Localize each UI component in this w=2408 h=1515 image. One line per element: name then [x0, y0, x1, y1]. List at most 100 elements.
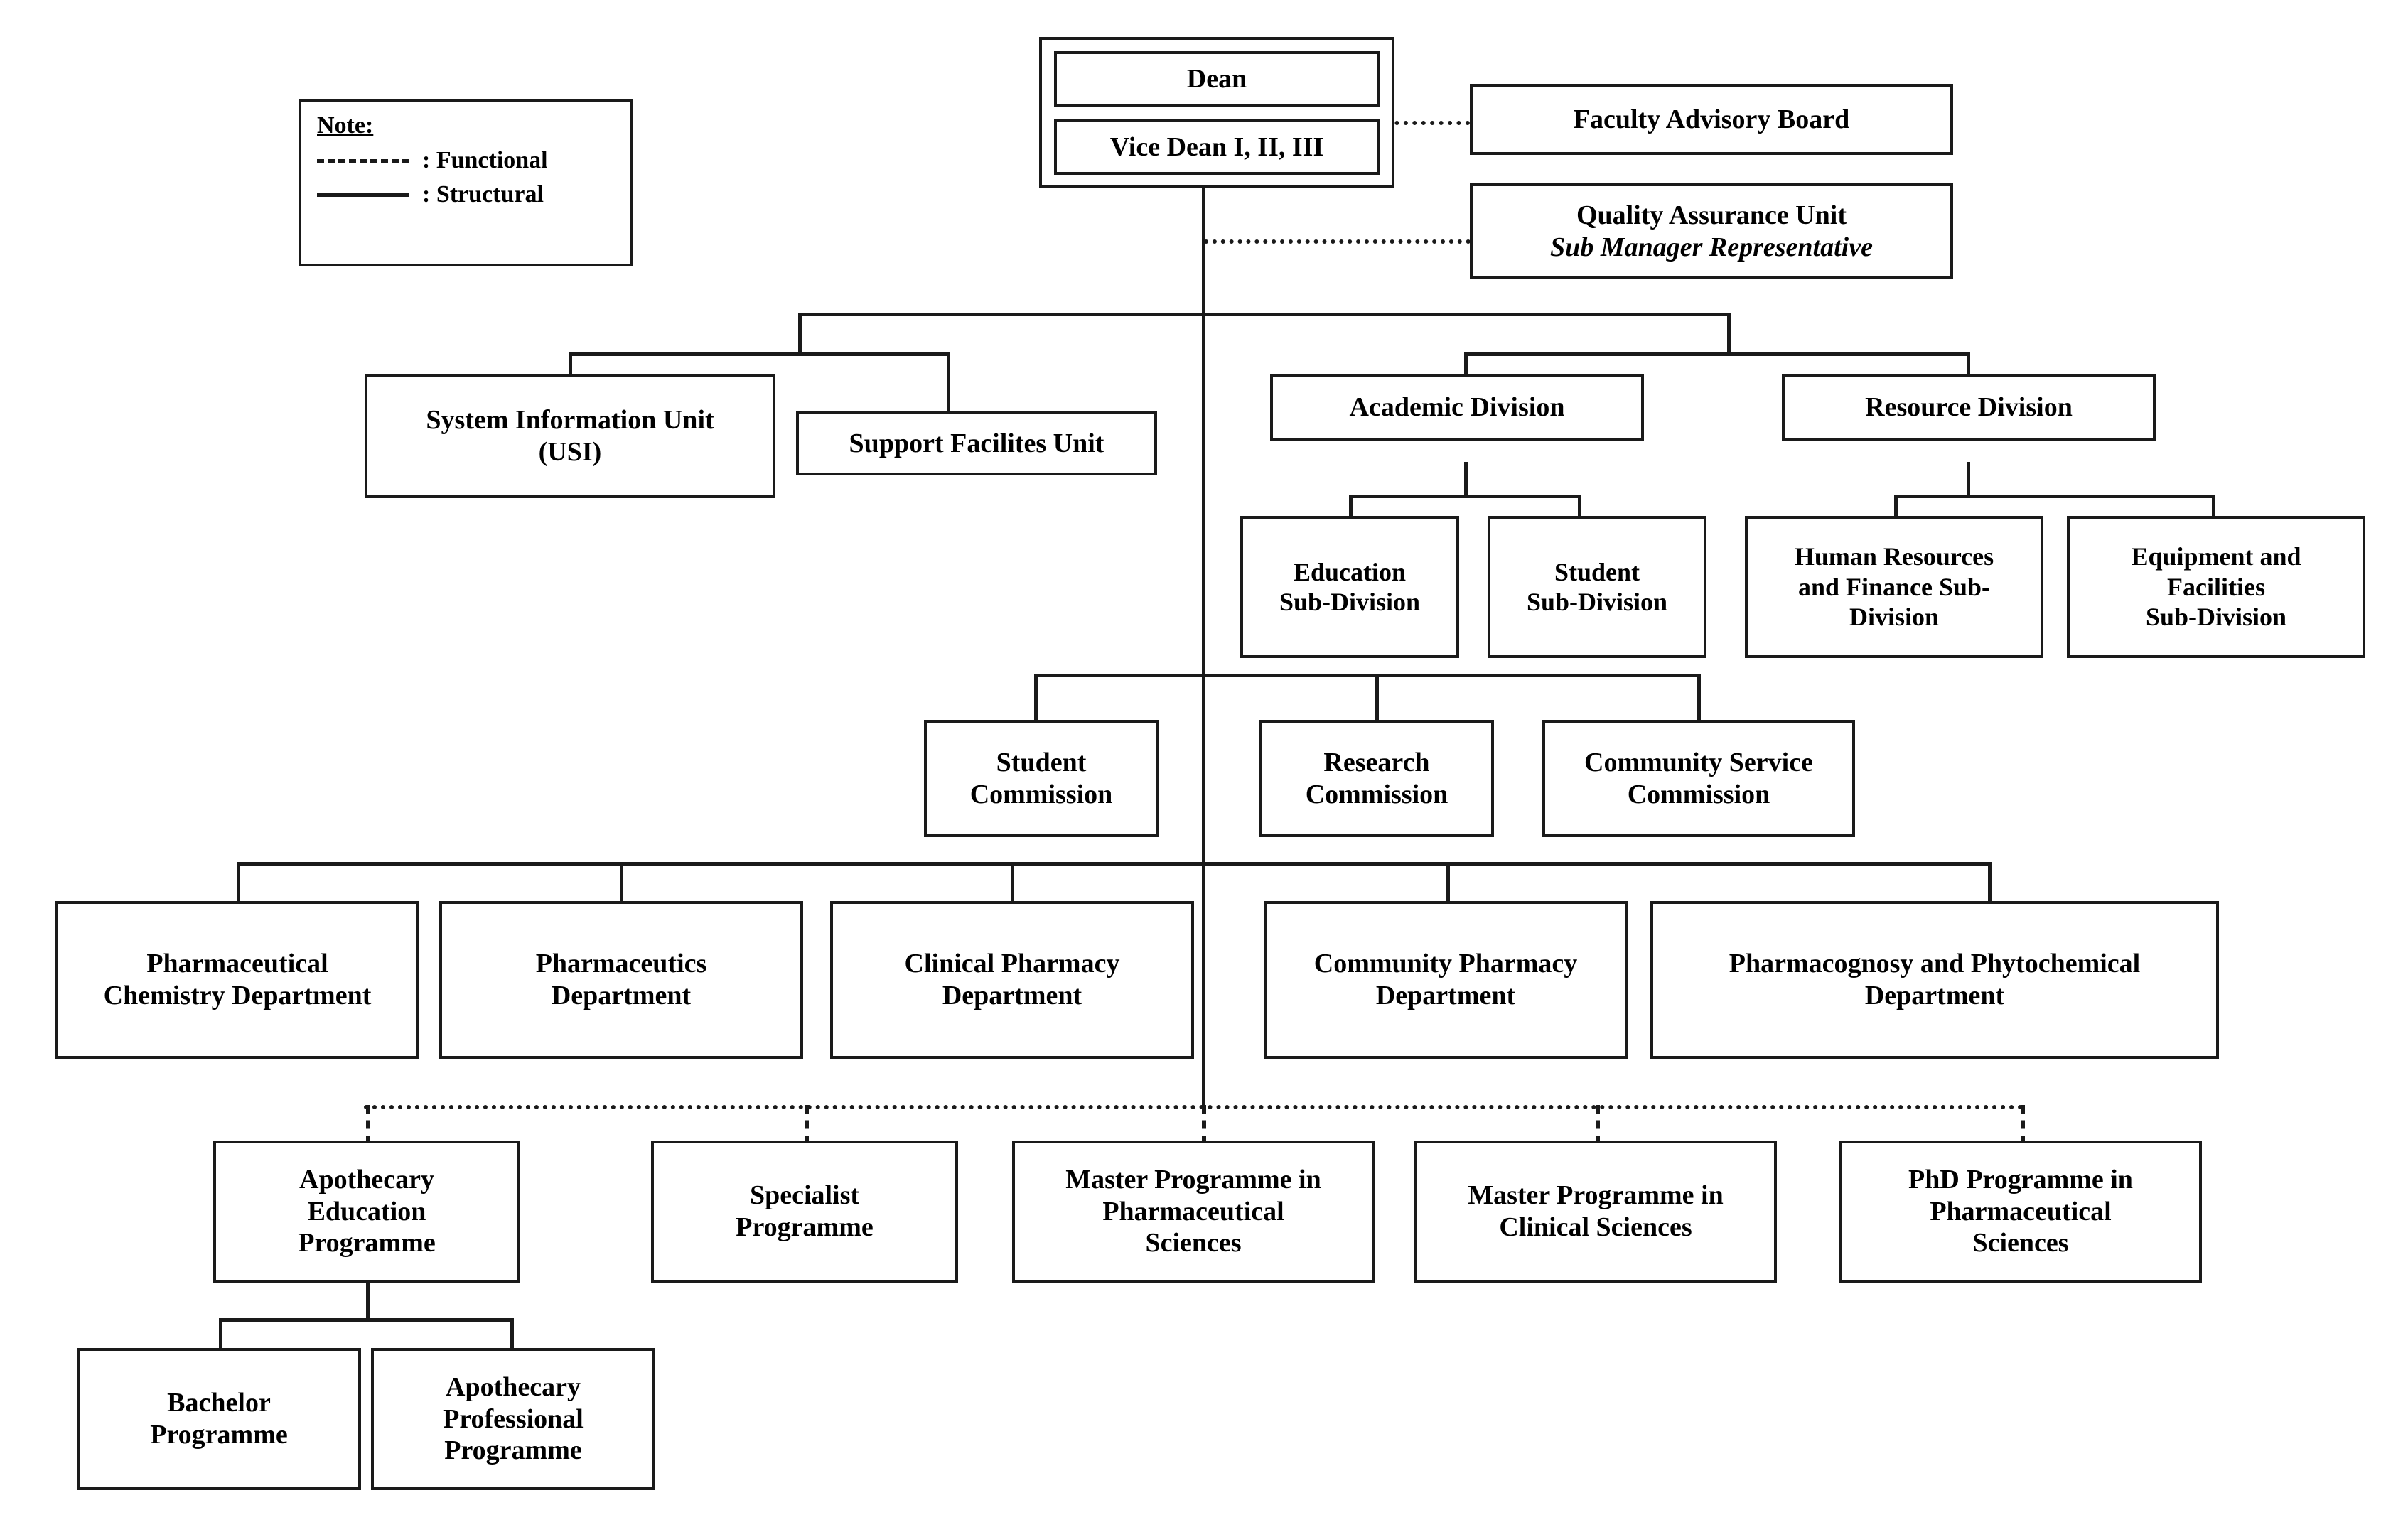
connector-resource-subdivision-bar: [1894, 495, 2215, 498]
solid-line-swatch-icon: [317, 193, 409, 197]
node-apothecary-education-programme-label-line1: Apothecary: [299, 1164, 434, 1195]
connector-drop-clinical-pharmacy-department: [1011, 862, 1014, 901]
node-community-pharmacy-department-label-line1: Community Pharmacy: [1313, 949, 1578, 979]
node-faculty-advisory-board-label: Faculty Advisory Board: [1573, 104, 1850, 134]
connector-drop-resource-division: [1967, 352, 1970, 375]
connector-apothecary-education-stem: [366, 1281, 370, 1320]
connector-level1-right-drop: [1727, 313, 1731, 354]
node-system-information-unit-label-line2: (USI): [538, 436, 602, 467]
node-pharmacognosy-phytochemical-department[interactable]: Pharmacognosy and Phytochemical Departme…: [1650, 901, 2219, 1059]
node-student-commission[interactable]: Student Commission: [924, 720, 1159, 837]
node-equipment-facilities-sub-division-label-line1: Equipment and: [2131, 542, 2301, 571]
node-hr-finance-sub-division[interactable]: Human Resources and Finance Sub- Divisio…: [1745, 516, 2043, 658]
connector-drop-community-service-commission: [1697, 674, 1701, 721]
node-equipment-facilities-sub-division[interactable]: Equipment and Facilities Sub-Division: [2067, 516, 2365, 658]
node-student-sub-division[interactable]: Student Sub-Division: [1488, 516, 1706, 658]
node-equipment-facilities-sub-division-label-line3: Sub-Division: [2145, 603, 2287, 632]
node-system-information-unit-label-line1: System Information Unit: [426, 404, 714, 435]
node-education-sub-division-label-line1: Education: [1293, 557, 1407, 586]
node-pharmaceutics-department[interactable]: Pharmaceutics Department: [439, 901, 803, 1059]
node-clinical-pharmacy-department[interactable]: Clinical Pharmacy Department: [830, 901, 1194, 1059]
connector-drop-phd-programme-pharmaceutical-sciences: [2021, 1105, 2025, 1144]
connector-drop-support-facilites: [947, 352, 950, 413]
connector-commissions-bar: [1034, 674, 1701, 677]
node-faculty-advisory-board[interactable]: Faculty Advisory Board: [1470, 84, 1953, 155]
connector-drop-specialist-programme: [805, 1105, 809, 1144]
connector-drop-usi: [569, 352, 572, 375]
node-apothecary-education-programme-label-line3: Programme: [298, 1228, 436, 1258]
node-vice-dean[interactable]: Vice Dean I, II, III: [1054, 119, 1380, 175]
connector-drop-hr-finance-sub-division: [1894, 495, 1898, 517]
node-phd-programme-pharmaceutical-sciences[interactable]: PhD Programme in Pharmaceutical Sciences: [1839, 1141, 2202, 1283]
node-phd-programme-pharmaceutical-sciences-label-line3: Sciences: [1972, 1228, 2069, 1258]
node-equipment-facilities-sub-division-label-line2: Facilities: [2167, 572, 2265, 601]
node-education-sub-division[interactable]: Education Sub-Division: [1240, 516, 1459, 658]
connector-level1-left-drop: [798, 313, 802, 354]
connector-programmes-functional-bar: [364, 1105, 2023, 1109]
node-pharmaceutical-chemistry-department[interactable]: Pharmaceutical Chemistry Department: [55, 901, 419, 1059]
connector-drop-master-programme-clinical-sciences: [1596, 1105, 1600, 1144]
node-specialist-programme-label-line2: Programme: [736, 1212, 874, 1242]
node-community-pharmacy-department[interactable]: Community Pharmacy Department: [1264, 901, 1628, 1059]
node-dean[interactable]: Dean: [1054, 51, 1380, 107]
connector-drop-student-commission: [1034, 674, 1038, 721]
node-pharmacognosy-phytochemical-department-label-line2: Department: [1864, 981, 2005, 1010]
connector-drop-apothecary-professional-programme: [510, 1318, 514, 1350]
node-quality-assurance-sub-label: Sub Manager Representative: [1550, 232, 1873, 262]
node-specialist-programme[interactable]: Specialist Programme: [651, 1141, 958, 1283]
node-bachelor-programme-label-line1: Bachelor: [167, 1388, 271, 1418]
node-master-programme-clinical-sciences-label-line2: Clinical Sciences: [1499, 1212, 1692, 1242]
node-research-commission-label-line1: Research: [1323, 747, 1430, 777]
node-hr-finance-sub-division-label-line2: and Finance Sub-: [1797, 572, 1991, 601]
legend-title: Note:: [317, 112, 374, 139]
node-clinical-pharmacy-department-label-line2: Department: [942, 981, 1082, 1010]
legend-row-functional: : Functional: [317, 146, 616, 175]
node-research-commission[interactable]: Research Commission: [1259, 720, 1494, 837]
node-pharmaceutical-chemistry-department-label-line2: Chemistry Department: [103, 981, 372, 1010]
node-community-service-commission[interactable]: Community Service Commission: [1542, 720, 1855, 837]
connector-dean-to-quality-assurance-unit: [1204, 239, 1471, 244]
connector-drop-bachelor-programme: [219, 1318, 222, 1350]
connector-drop-community-pharmacy-department: [1446, 862, 1450, 901]
node-education-sub-division-label-line2: Sub-Division: [1279, 588, 1421, 616]
legend-label-functional: : Functional: [422, 147, 548, 173]
node-apothecary-professional-programme[interactable]: Apothecary Professional Programme: [371, 1348, 655, 1490]
node-academic-division[interactable]: Academic Division: [1270, 374, 1644, 441]
connector-drop-pharmacognosy-department: [1988, 862, 1992, 901]
node-apothecary-professional-programme-label-line3: Programme: [444, 1435, 582, 1466]
node-master-programme-clinical-sciences-label-line1: Master Programme in: [1468, 1180, 1724, 1211]
node-community-pharmacy-department-label-line2: Department: [1375, 981, 1516, 1010]
connector-drop-research-commission: [1375, 674, 1379, 721]
node-bachelor-programme[interactable]: Bachelor Programme: [77, 1348, 361, 1490]
node-hr-finance-sub-division-label-line1: Human Resources: [1794, 542, 1994, 571]
legend-label-structural: : Structural: [422, 181, 544, 207]
node-vice-dean-label: Vice Dean I, II, III: [1109, 131, 1324, 162]
node-system-information-unit[interactable]: System Information Unit (USI): [365, 374, 775, 498]
connector-main-spine: [1202, 186, 1205, 1107]
node-quality-assurance-unit[interactable]: Quality Assurance Unit Sub Manager Repre…: [1470, 183, 1953, 279]
node-master-programme-clinical-sciences[interactable]: Master Programme in Clinical Sciences: [1414, 1141, 1777, 1283]
node-quality-assurance-unit-label: Quality Assurance Unit: [1576, 200, 1847, 230]
node-hr-finance-sub-division-label-line3: Division: [1849, 603, 1940, 632]
node-student-commission-label-line1: Student: [996, 747, 1087, 777]
connector-drop-pharmaceutical-chemistry-department: [237, 862, 240, 901]
connector-academic-division-stem: [1464, 462, 1468, 497]
node-apothecary-education-programme-label-line2: Education: [307, 1196, 426, 1226]
connector-drop-education-sub-division: [1349, 495, 1353, 517]
node-apothecary-professional-programme-label-line1: Apothecary: [446, 1371, 581, 1402]
node-apothecary-education-programme[interactable]: Apothecary Education Programme: [213, 1141, 520, 1283]
node-community-service-commission-label-line1: Community Service: [1584, 747, 1813, 777]
node-pharmacognosy-phytochemical-department-label-line1: Pharmacognosy and Phytochemical: [1729, 949, 2141, 979]
node-master-programme-pharmaceutical-sciences[interactable]: Master Programme in Pharmaceutical Scien…: [1012, 1141, 1375, 1283]
node-pharmaceutical-chemistry-department-label-line1: Pharmaceutical: [146, 949, 328, 979]
connector-resource-division-stem: [1967, 462, 1970, 497]
node-academic-division-label: Academic Division: [1349, 392, 1565, 423]
node-resource-division[interactable]: Resource Division: [1782, 374, 2156, 441]
node-dean-label: Dean: [1186, 63, 1247, 94]
node-master-programme-pharmaceutical-sciences-label-line1: Master Programme in: [1065, 1164, 1321, 1195]
node-apothecary-professional-programme-label-line2: Professional: [443, 1403, 584, 1434]
connector-dean-to-faculty-advisory-board: [1386, 121, 1470, 125]
connector-units-bar: [569, 352, 950, 356]
node-support-facilites-unit[interactable]: Support Facilites Unit: [796, 411, 1157, 475]
node-community-service-commission-label-line2: Commission: [1627, 779, 1770, 809]
